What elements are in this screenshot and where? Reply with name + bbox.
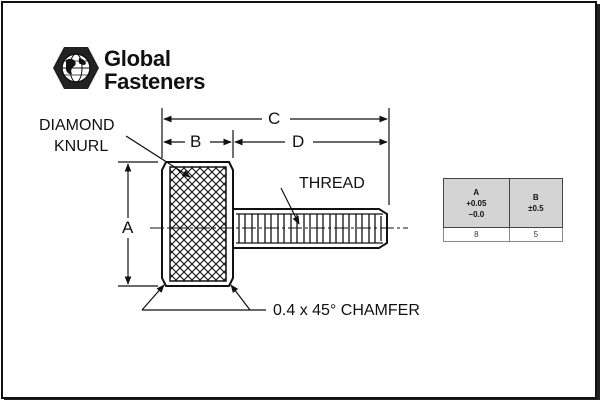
tolerance-table: A +0.05 −0.0 B ±0.5 8 5 [443,178,564,242]
dimension-d-label: D [292,132,305,151]
dimension-a-label: A [122,218,134,237]
dimension-b-label: B [190,132,202,151]
column-header-b: B ±0.5 [508,178,564,228]
hex-globe-icon [53,47,99,89]
brand-line2: Fasteners [104,69,206,94]
extension-lines [118,108,390,287]
table-row: 8 5 [443,227,564,242]
knurled-head [161,161,234,287]
brand-line1: Global [104,46,171,71]
brand-name: Global Fasteners [104,46,206,94]
tolerance-table-header: A +0.05 −0.0 B ±0.5 [443,178,564,228]
knurl-label-line1: DIAMOND [39,117,115,134]
dimension-lines [124,115,388,285]
thread-label: THREAD [299,175,365,192]
column-header-a: A +0.05 −0.0 [443,178,510,228]
leader-lines [125,135,300,311]
chamfer-label: 0.4 x 45° CHAMFER [273,302,420,319]
diamond-knurl-label: DIAMOND KNURL [39,115,115,157]
knurl-label-line2: KNURL [54,138,109,155]
cell-a-value: 8 [443,227,510,242]
cell-b-value: 5 [508,227,564,242]
dimension-c-label: C [268,109,281,128]
